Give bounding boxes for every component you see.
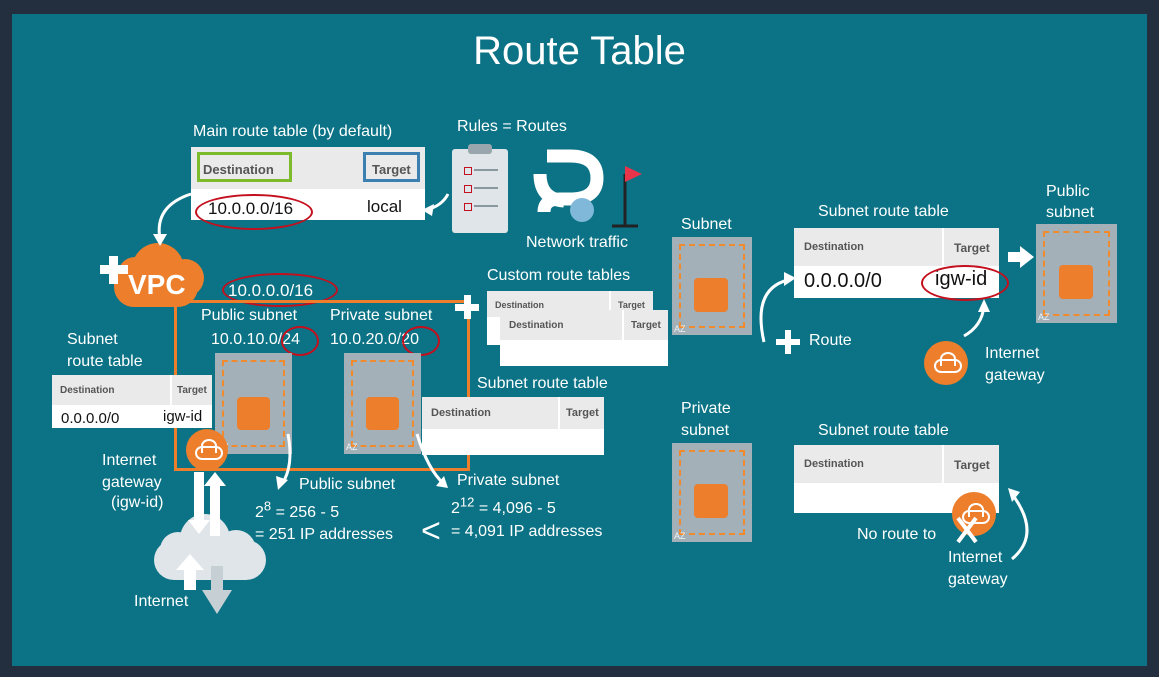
- instance-icon: [366, 397, 399, 430]
- rules-routes-label: Rules = Routes: [457, 118, 567, 135]
- diagram-arrows: [153, 149, 1034, 614]
- less-than: <: [421, 512, 441, 550]
- internet-gateway-icon: [186, 429, 228, 471]
- public-subnet-az: AZ: [215, 353, 292, 454]
- internet-gateway-icon: [924, 341, 968, 385]
- mid-subnet-rt-caption: Subnet route table: [477, 375, 608, 392]
- network-traffic-icon: [533, 149, 642, 228]
- dest-header: Destination: [203, 162, 274, 177]
- private-calc: 212 = 4,096 - 5: [451, 494, 556, 517]
- instance-icon: [1059, 265, 1093, 299]
- network-traffic-label: Network traffic: [526, 234, 628, 251]
- instance-icon: [237, 397, 270, 430]
- custom-route-table-front: Destination Target: [500, 310, 668, 366]
- internet-label: Internet: [134, 593, 189, 610]
- vpc-cloud-icon: VPC: [98, 239, 210, 309]
- vpc-cidr-circle: [222, 273, 338, 307]
- left-subnet-rt-caption-2: route table: [67, 353, 143, 370]
- vpc-label: VPC: [128, 269, 186, 300]
- target-highlight: [363, 152, 420, 182]
- target-header: Target: [372, 162, 411, 177]
- private-subnet-right-az: AZ: [672, 443, 752, 542]
- right-rt-top-caption: Subnet route table: [818, 203, 949, 220]
- instance-icon: [694, 484, 728, 518]
- right-rt-bottom-caption: Subnet route table: [818, 422, 949, 439]
- subnet-label: Subnet: [681, 216, 732, 233]
- custom-rt-caption: Custom route tables: [487, 267, 631, 284]
- private-subnet-cidr: 10.0.20.0/20: [330, 331, 419, 348]
- private-subnet-label: Private subnet: [330, 307, 433, 324]
- internet-gateway-icon: [952, 492, 996, 536]
- left-subnet-route-table: Destination Target 0.0.0.0/0 igw-id: [52, 375, 212, 428]
- main-route-table-caption: Main route table (by default): [193, 123, 393, 140]
- public-calc: 28 = 256 - 5: [255, 498, 340, 521]
- main-target-value: local: [367, 197, 402, 216]
- cidr-circle: [195, 194, 313, 230]
- public-subnet-right-az: AZ: [1036, 224, 1117, 323]
- public-subnet-label: Public subnet: [201, 307, 298, 324]
- no-route-text: No route to: [857, 526, 937, 543]
- page-title: Route Table: [473, 29, 686, 73]
- clipboard-icon: [452, 144, 508, 233]
- public-subnet-cidr: 10.0.10.0/24: [211, 331, 300, 348]
- left-subnet-rt-caption-1: Subnet: [67, 331, 118, 348]
- private-subnet-az: AZ: [344, 353, 421, 454]
- instance-icon: [694, 278, 728, 312]
- igw-id-circle: [921, 265, 1009, 301]
- mid-subnet-route-table: Destination Target: [422, 397, 604, 455]
- slide: Route Table Main route table (by default…: [12, 14, 1147, 666]
- route-label: Route: [809, 332, 852, 349]
- destination-highlight: [197, 152, 292, 182]
- subnet-az: AZ: [672, 237, 752, 335]
